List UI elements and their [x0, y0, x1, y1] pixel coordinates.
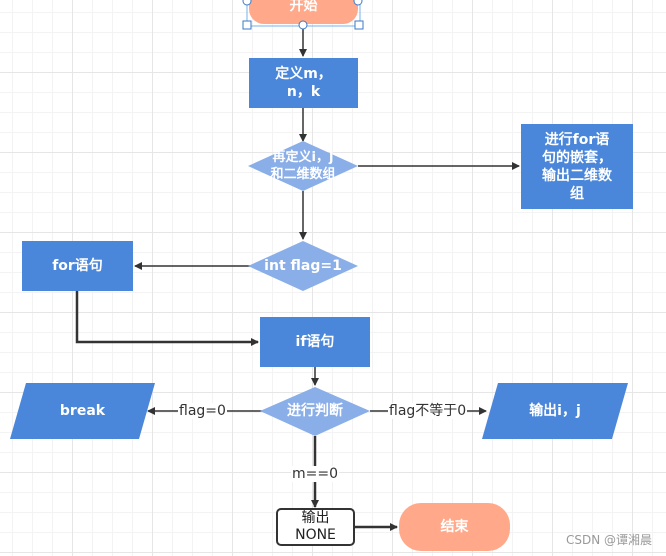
define-ij-label: 再定义i，j 和二维数组: [270, 150, 336, 182]
selection-handle[interactable]: [242, 20, 252, 30]
watermark: CSDN @谭湘晨: [565, 533, 652, 547]
selection-handle[interactable]: [354, 20, 364, 30]
edge-for-to-if[interactable]: [75, 291, 259, 346]
edge-label-flag-zero: flag=0: [178, 403, 227, 419]
int-flag-label: int flag=1: [264, 258, 342, 274]
int-flag-decision-shape[interactable]: [248, 241, 358, 291]
judge-decision-shape[interactable]: [260, 387, 370, 436]
selection-handle[interactable]: [298, 20, 308, 30]
selection-handle[interactable]: [242, 0, 252, 6]
nested-for-process-shape[interactable]: [521, 124, 633, 209]
end-terminal-shape[interactable]: [399, 503, 510, 551]
output-ij-label: 输出i，j: [529, 403, 581, 419]
output-none-label: 输出 NONE: [295, 510, 336, 543]
for-label: for语句: [52, 258, 103, 274]
if-process-shape[interactable]: [260, 317, 370, 367]
break-io-shape[interactable]: [10, 383, 155, 439]
selection-handle[interactable]: [353, 0, 363, 6]
if-label: if语句: [295, 334, 335, 350]
start-terminal-shape[interactable]: [249, 0, 358, 24]
end-label: 结束: [440, 519, 469, 535]
edge-label-flag-not-zero: flag不等于0: [388, 403, 468, 419]
nested-for-label: 进行for语 句的嵌套， 输出二维数 组: [542, 131, 612, 202]
output-none-process-shape[interactable]: [276, 508, 355, 546]
define-mnk-process-shape[interactable]: [249, 58, 358, 108]
edge-label-m-zero: m==0: [291, 466, 340, 482]
output-ij-io-shape[interactable]: [482, 383, 628, 439]
for-process-shape[interactable]: [22, 241, 133, 291]
start-selection-handles: [242, 0, 364, 30]
judge-label: 进行判断: [287, 403, 343, 419]
break-label: break: [59, 403, 106, 419]
define-mnk-label: 定义m， n，k: [275, 66, 332, 100]
start-label: 开始: [289, 0, 318, 14]
define-ij-decision-shape[interactable]: [248, 141, 358, 191]
